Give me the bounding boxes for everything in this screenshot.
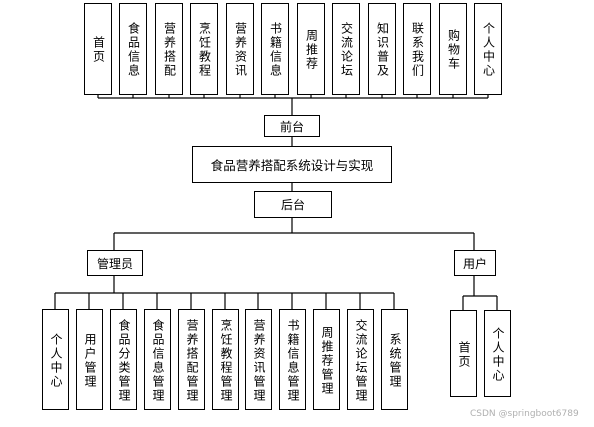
module-label: 周推荐管理 <box>320 325 334 396</box>
backend-node-label: 后台 <box>280 198 305 212</box>
system-title-node: 食品营养搭配系统设计与实现 <box>192 146 392 183</box>
admin-module-food-category: 食品分类管理 <box>110 309 137 410</box>
admin-module-weekly-recommend: 周推荐管理 <box>313 309 340 410</box>
frontend-module-knowledge: 知识普及 <box>368 3 396 95</box>
admin-module-forum: 交流论坛管理 <box>347 309 374 410</box>
module-label: 营养搭配 <box>162 22 177 78</box>
frontend-module-food-info: 食品信息 <box>119 3 147 95</box>
module-label: 个人中心 <box>491 326 505 383</box>
module-label: 系统管理 <box>388 332 402 389</box>
frontend-module-contact: 联系我们 <box>403 3 431 95</box>
user-module-profile: 个人中心 <box>484 310 511 397</box>
module-label: 联系我们 <box>410 22 425 78</box>
admin-module-nutrition-news: 营养资讯管理 <box>245 309 272 410</box>
module-label: 书籍信息 <box>268 22 283 78</box>
module-label: 营养资讯 <box>233 22 248 78</box>
module-label: 营养搭配管理 <box>185 318 199 403</box>
system-title: 食品营养搭配系统设计与实现 <box>210 158 374 173</box>
admin-module-book-info: 书籍信息管理 <box>279 309 306 410</box>
frontend-node-label: 前台 <box>279 119 304 134</box>
module-label: 书籍信息管理 <box>286 318 300 403</box>
admin-module-system: 系统管理 <box>381 309 408 410</box>
admin-module-nutrition-pairing: 营养搭配管理 <box>178 309 205 410</box>
admin-module-user-management: 用户管理 <box>76 309 103 410</box>
user-node: 用户 <box>454 250 496 276</box>
frontend-module-nutrition-pairing: 营养搭配 <box>155 3 183 95</box>
module-label: 食品信息 <box>126 22 141 78</box>
frontend-module-nutrition-news: 营养资讯 <box>226 3 254 95</box>
module-label: 交流论坛 <box>339 22 354 78</box>
module-label: 营养资讯管理 <box>252 318 266 403</box>
admin-node-label: 管理员 <box>96 256 133 271</box>
user-module-home: 首页 <box>450 310 477 397</box>
module-label: 用户管理 <box>83 332 97 389</box>
module-label: 烹饪教程管理 <box>219 318 233 403</box>
admin-module-food-info: 食品信息管理 <box>144 309 171 410</box>
module-label: 交流论坛管理 <box>354 318 368 403</box>
module-label: 周推荐 <box>304 29 319 71</box>
module-label: 烹饪教程 <box>197 22 212 78</box>
csdn-watermark: CSDN @springboot6789 <box>470 409 579 419</box>
admin-module-profile: 个人中心 <box>42 309 69 410</box>
admin-module-cooking-tutorial: 烹饪教程管理 <box>212 309 239 410</box>
module-label: 购物车 <box>446 29 461 71</box>
frontend-module-profile: 个人中心 <box>474 3 502 95</box>
module-label: 个人中心 <box>49 332 63 389</box>
module-label: 首页 <box>457 340 471 369</box>
frontend-module-home: 首页 <box>84 3 112 95</box>
frontend-node: 前台 <box>264 115 320 137</box>
module-label: 知识普及 <box>375 22 390 78</box>
module-label: 食品信息管理 <box>151 318 165 403</box>
frontend-module-forum: 交流论坛 <box>332 3 360 95</box>
frontend-module-cooking-tutorial: 烹饪教程 <box>190 3 218 95</box>
user-node-label: 用户 <box>462 256 487 271</box>
frontend-module-weekly-recommend: 周推荐 <box>297 3 325 95</box>
frontend-module-cart: 购物车 <box>439 3 467 95</box>
module-label: 个人中心 <box>481 22 496 78</box>
backend-node: 后台 <box>254 191 332 218</box>
module-label: 首页 <box>91 36 106 64</box>
frontend-module-book-info: 书籍信息 <box>261 3 289 95</box>
module-label: 食品分类管理 <box>117 318 131 403</box>
admin-node: 管理员 <box>87 250 143 276</box>
